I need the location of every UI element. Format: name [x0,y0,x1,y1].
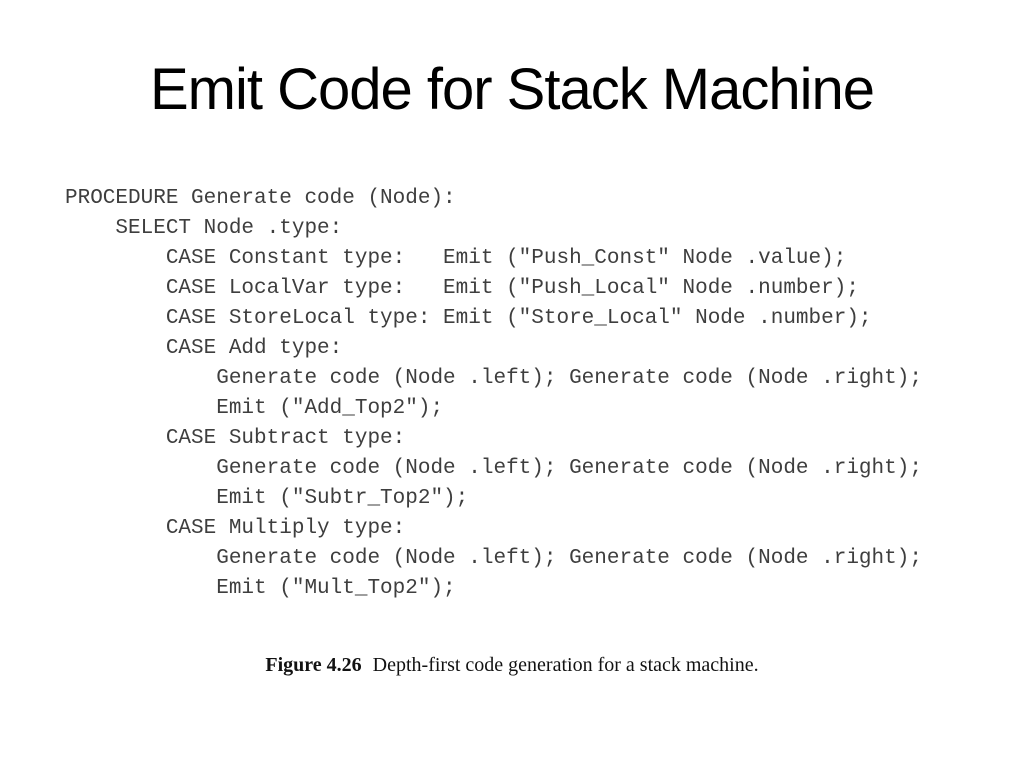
code-line: SELECT Node .type: [65,217,343,240]
code-line: Emit ("Add_Top2"); [65,397,444,420]
code-line: Generate code (Node .left); Generate cod… [65,547,922,570]
code-line: CASE StoreLocal type: Emit ("Store_Local… [65,307,872,330]
figure-caption-text: Depth-first code generation for a stack … [372,654,759,676]
figure-caption: Figure 4.26 Depth-first code generation f… [0,652,1024,678]
code-line: Emit ("Mult_Top2"); [65,577,456,600]
slide-title: Emit Code for Stack Machine [149,57,875,122]
code-line: PROCEDURE Generate code (Node): [65,187,456,210]
code-line: CASE Constant type: Emit ("Push_Const" N… [65,247,847,270]
code-listing: PROCEDURE Generate code (Node): SELECT N… [65,184,922,604]
code-line: Generate code (Node .left); Generate cod… [65,367,922,390]
figure-caption-label: Figure 4.26 [265,654,362,676]
code-line: CASE LocalVar type: Emit ("Push_Local" N… [65,277,859,300]
code-line: Emit ("Subtr_Top2"); [65,487,469,510]
code-line: CASE Add type: [65,337,343,360]
code-line: CASE Multiply type: [65,517,406,540]
code-line: Generate code (Node .left); Generate cod… [65,457,922,480]
code-line: CASE Subtract type: [65,427,406,450]
